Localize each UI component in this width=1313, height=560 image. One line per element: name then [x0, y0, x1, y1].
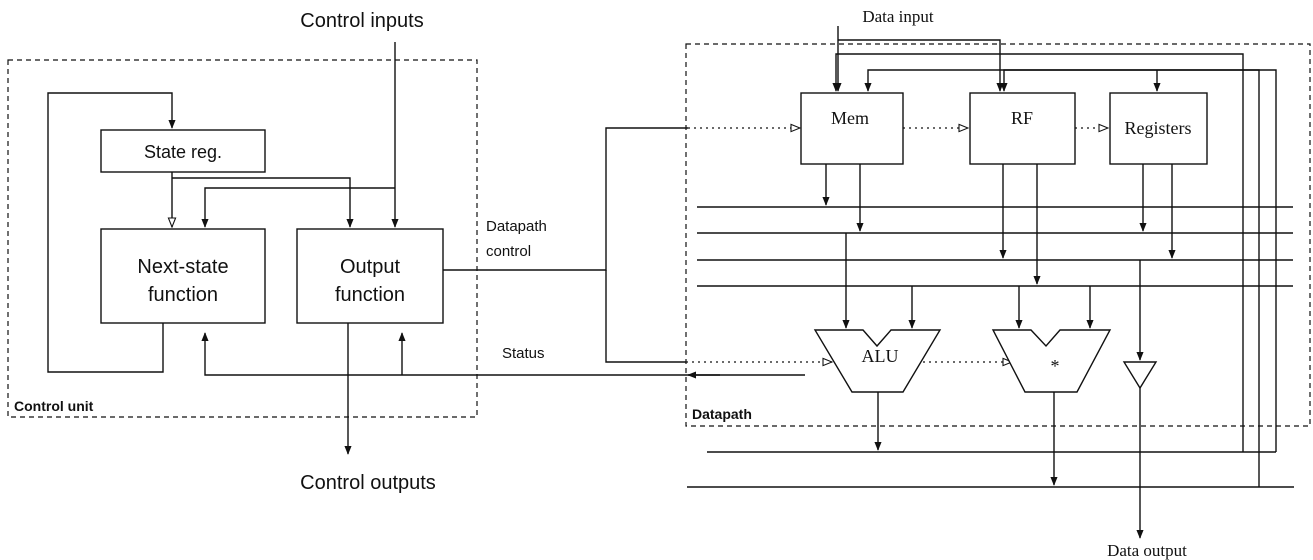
output-function-label-line2: function [335, 284, 405, 306]
mem-box [800, 92, 904, 165]
control-inputs-label: Control inputs [300, 10, 423, 32]
output-buffer-shape [1122, 361, 1158, 390]
datapath-control-label-line2: control [486, 243, 531, 260]
output-function-box [296, 228, 444, 324]
registers-label: Registers [1125, 118, 1192, 138]
data-output-label: Data output [1107, 541, 1187, 560]
alu-shape [813, 329, 942, 393]
next-state-label-line2: function [148, 284, 218, 306]
control-outputs-label: Control outputs [300, 472, 436, 494]
output-function-label-line1: Output [340, 256, 400, 278]
rf-box [969, 92, 1076, 165]
data-input-to-rf-wire [838, 39, 1004, 92]
control-inputs-to-next-state-wire [201, 187, 395, 228]
next-state-function-box [100, 228, 266, 324]
state-to-output-wire [172, 177, 354, 228]
next-state-label-line1: Next-state [137, 256, 228, 278]
state-register-box [100, 129, 266, 173]
registers-box [1109, 92, 1208, 165]
state-feedback-wire [47, 92, 176, 373]
datapath-control-label-line1: Datapath [486, 218, 547, 235]
alu-label: ALU [862, 346, 899, 366]
multiplier-shape [991, 329, 1112, 393]
status-wire [201, 332, 805, 376]
control-unit-label: Control unit [14, 398, 94, 414]
datapath-label: Datapath [692, 406, 752, 422]
multiplier-label: * [1051, 356, 1060, 376]
control-unit-boundary [7, 59, 478, 418]
datapath-boundary [685, 43, 1311, 427]
feedback-mem-wire [832, 53, 1244, 452]
status-label: Status [502, 345, 545, 362]
datapath-control-alu-wire [605, 270, 686, 363]
data-input-label: Data input [862, 7, 934, 26]
feedback-mem2-wire [864, 69, 1277, 452]
state-register-label: State reg. [144, 142, 222, 162]
mem-label: Mem [831, 108, 869, 128]
rf-label: RF [1011, 108, 1033, 128]
datapath-control-wire [443, 127, 688, 271]
